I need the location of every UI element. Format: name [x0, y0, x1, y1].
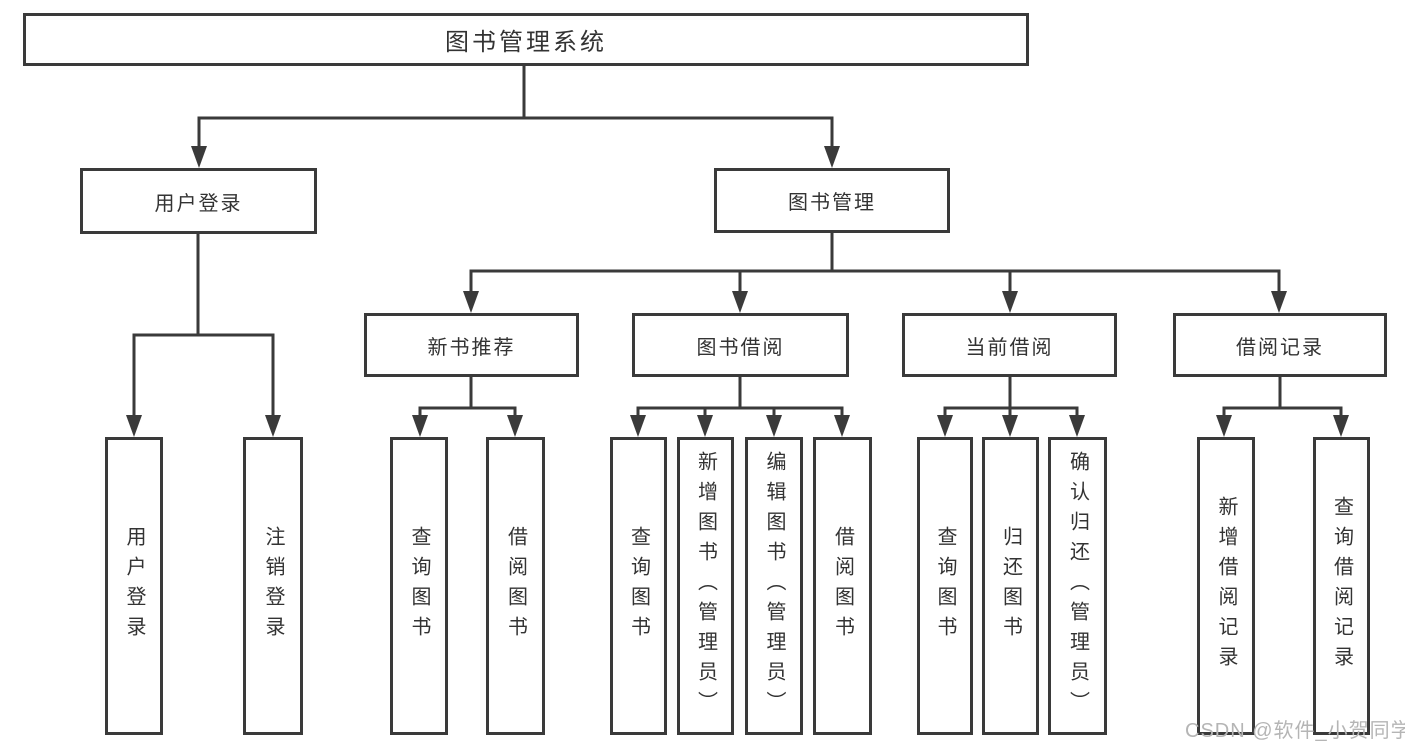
leaf-query-book-current: 查询图书: [917, 437, 973, 735]
node-new-book-recommend-label: 新书推荐: [427, 336, 516, 359]
leaf-add-book-admin-label: 新增图书（管理员）: [694, 451, 717, 721]
node-user-login-label: 用户登录: [154, 192, 243, 215]
node-book-management-label: 图书管理: [788, 192, 876, 214]
node-book-borrow: 图书借阅: [632, 313, 849, 377]
leaf-query-borrow-record-label: 查询借阅记录: [1330, 496, 1353, 676]
leaf-query-book-borrow-label: 查询图书: [627, 526, 650, 646]
node-borrow-records-label: 借阅记录: [1236, 336, 1324, 359]
node-root-label: 图书管理系统: [445, 29, 607, 56]
node-current-borrow-label: 当前借阅: [965, 336, 1054, 359]
node-current-borrow: 当前借阅: [902, 313, 1117, 377]
leaf-add-borrow-record: 新增借阅记录: [1197, 437, 1255, 735]
leaf-borrow-book-recommend: 借阅图书: [486, 437, 545, 735]
csdn-watermark: CSDN @软件_小贺同学: [1185, 720, 1405, 742]
node-new-book-recommend: 新书推荐: [364, 313, 579, 377]
leaf-confirm-return-admin: 确认归还（管理员）: [1048, 437, 1107, 735]
leaf-add-borrow-record-label: 新增借阅记录: [1215, 496, 1237, 676]
leaf-query-book-recommend: 查询图书: [390, 437, 448, 735]
leaf-logout-login-label: 注销登录: [262, 526, 284, 646]
leaf-query-book-current-label: 查询图书: [934, 526, 956, 646]
leaf-add-book-admin: 新增图书（管理员）: [677, 437, 734, 735]
leaf-borrow-book: 借阅图书: [813, 437, 872, 735]
leaf-query-borrow-record: 查询借阅记录: [1313, 437, 1370, 735]
node-user-login: 用户登录: [80, 168, 317, 234]
node-book-management: 图书管理: [714, 168, 950, 233]
leaf-edit-book-admin-label: 编辑图书（管理员）: [763, 451, 785, 721]
leaf-logout-login: 注销登录: [243, 437, 303, 735]
leaf-confirm-return-admin-label: 确认归还（管理员）: [1066, 451, 1089, 721]
leaf-query-book-recommend-label: 查询图书: [408, 526, 430, 646]
leaf-edit-book-admin: 编辑图书（管理员）: [745, 437, 803, 735]
leaf-user-login: 用户登录: [105, 437, 163, 735]
leaf-return-book: 归还图书: [982, 437, 1039, 735]
leaf-query-book-borrow: 查询图书: [610, 437, 667, 735]
node-borrow-records: 借阅记录: [1173, 313, 1387, 377]
leaf-return-book-label: 归还图书: [999, 526, 1022, 646]
node-library-management-system: 图书管理系统: [23, 13, 1029, 66]
node-book-borrow-label: 图书借阅: [696, 336, 785, 359]
leaf-user-login-label: 用户登录: [123, 526, 145, 646]
leaf-borrow-book-label: 借阅图书: [831, 526, 854, 646]
leaf-borrow-book-recommend-label: 借阅图书: [504, 526, 527, 646]
